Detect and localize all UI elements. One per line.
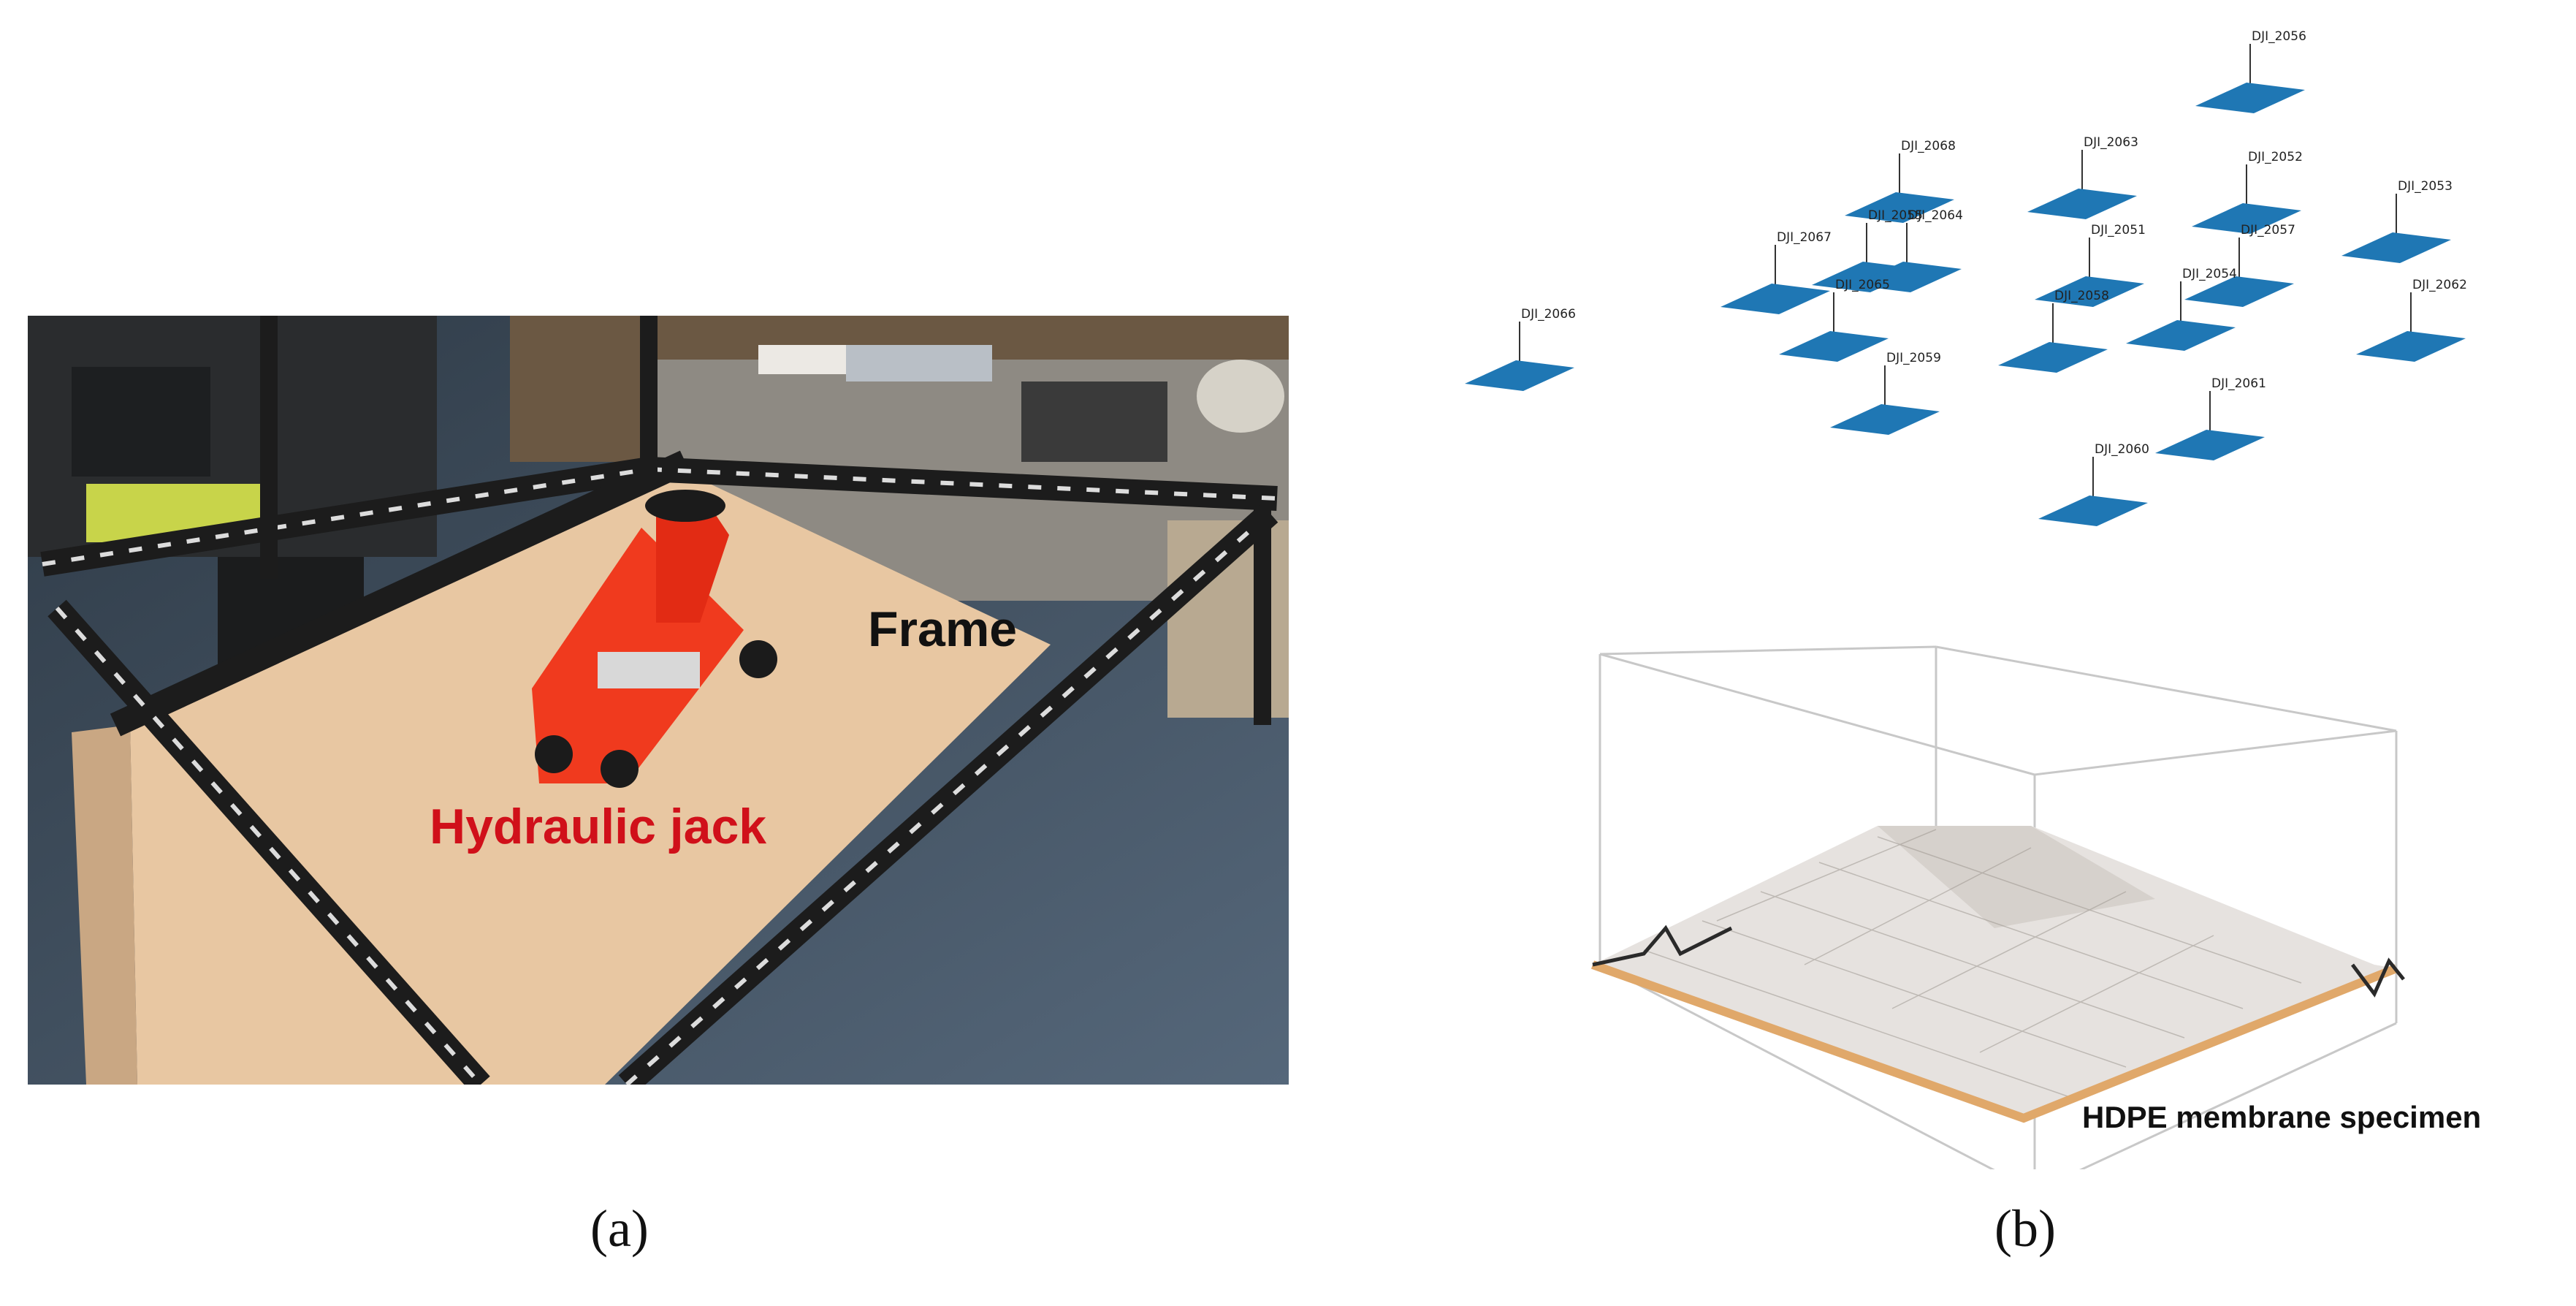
camera-plane xyxy=(1998,342,2108,373)
camera-label: DJI_2056 xyxy=(2252,29,2306,44)
camera-label: DJI_2059 xyxy=(1886,351,1941,365)
camera-plane xyxy=(2035,276,2144,307)
camera-label: DJI_2065 xyxy=(1835,278,1890,292)
camera-plane xyxy=(2195,83,2305,113)
camera-marker: DJI_2062 xyxy=(2356,278,2467,362)
camera-marker: DJI_2064 xyxy=(1852,208,1963,292)
camera-marker: DJI_2066 xyxy=(1465,307,1576,391)
camera-marker: DJI_2052 xyxy=(2192,150,2303,234)
camera-marker: DJI_2056 xyxy=(2195,29,2306,113)
camera-plane xyxy=(2155,430,2265,460)
camera-plane xyxy=(2027,189,2137,219)
camera-label: DJI_2051 xyxy=(2091,223,2146,238)
camera-label: DJI_2054 xyxy=(2182,267,2237,281)
panel-a-caption: (a) xyxy=(590,1199,649,1258)
camera-plane xyxy=(1720,284,1830,314)
board-edge xyxy=(1590,960,2398,1123)
camera-plane xyxy=(2192,203,2301,234)
camera-plane xyxy=(1845,192,1954,223)
hydraulic-jack xyxy=(532,490,777,788)
camera-plane xyxy=(1852,262,1962,292)
camera-label: DJI_2067 xyxy=(1777,230,1832,245)
camera-plane xyxy=(2356,331,2466,362)
camera-marker: DJI_2063 xyxy=(2027,135,2138,219)
panel-b-caption: (b) xyxy=(1994,1199,2056,1258)
camera-label: DJI_2058 xyxy=(2054,289,2109,303)
hydraulic-jack-label: Hydraulic jack xyxy=(430,799,767,854)
camera-label: DJI_2052 xyxy=(2248,150,2303,164)
specimen-label: HDPE membrane specimen xyxy=(2082,1100,2482,1134)
camera-marker: DJI_2058 xyxy=(1998,289,2109,373)
camera-marker: DJI_2067 xyxy=(1720,230,1832,314)
membrane-surface-plot xyxy=(1590,645,2405,1169)
camera-label: DJI_2064 xyxy=(1908,208,1963,223)
camera-marker: DJI_2060 xyxy=(2038,442,2149,526)
camera-marker: DJI_2054 xyxy=(2126,267,2237,351)
camera-marker: DJI_2068 xyxy=(1845,139,1956,223)
setup-photo: Frame Hydraulic jack xyxy=(28,316,1289,1085)
camera-plane xyxy=(2038,496,2148,526)
camera-plane xyxy=(2184,276,2294,307)
camera-plane xyxy=(1830,404,1940,435)
camera-marker: DJI_2061 xyxy=(2155,376,2266,460)
camera-label: DJI_2062 xyxy=(2412,278,2467,292)
camera-label: DJI_2063 xyxy=(2084,135,2138,150)
camera-plane xyxy=(1465,360,1574,391)
frame-label: Frame xyxy=(868,601,1018,657)
camera-plane xyxy=(1779,331,1889,362)
setup-photo-drawing xyxy=(28,316,1289,1085)
camera-label: DJI_2061 xyxy=(2211,376,2266,391)
camera-label: DJI_2057 xyxy=(2241,223,2295,238)
camera-label: DJI_2066 xyxy=(1521,307,1576,322)
camera-label: DJI_2068 xyxy=(1901,139,1956,153)
camera-marker: DJI_2051 xyxy=(2035,223,2146,307)
camera-plane xyxy=(2341,232,2451,263)
camera-marker: DJI_2059 xyxy=(1830,351,1941,435)
camera-marker: DJI_2057 xyxy=(2184,223,2295,307)
camera-label: DJI_2053 xyxy=(2398,179,2453,194)
camera-marker: DJI_2053 xyxy=(2341,179,2453,263)
camera-marker: DJI_2065 xyxy=(1779,278,1890,362)
camera-label: DJI_2055 xyxy=(1868,208,1923,223)
camera-label: DJI_2060 xyxy=(2095,442,2149,457)
camera-plane xyxy=(2126,320,2236,351)
